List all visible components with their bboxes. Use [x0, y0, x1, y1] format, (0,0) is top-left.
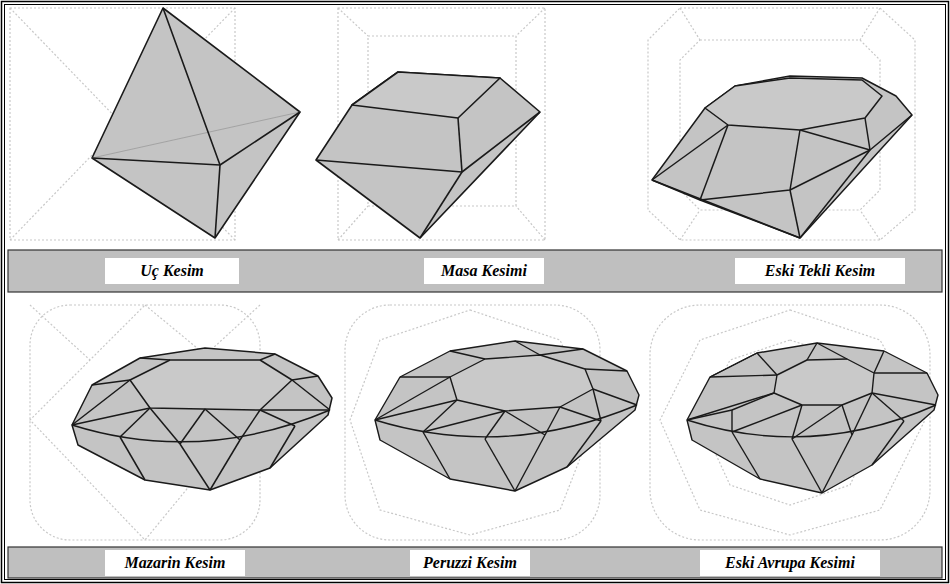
cut-name-box: Mazarin Kesim — [105, 550, 245, 576]
cut-name: Masa Kesimi — [441, 261, 527, 280]
cut-name: Peruzzi Kesim — [423, 553, 517, 572]
cut-name-box: Eski Avrupa Kesimi — [700, 550, 880, 576]
cut-name-box: Uç Kesim — [105, 258, 239, 284]
cut-name: Uç Kesim — [140, 261, 204, 280]
cut-name-box: Peruzzi Kesim — [410, 550, 530, 576]
inner-frame — [5, 5, 946, 580]
caption-band — [8, 547, 942, 578]
cut-name-box: Eski Tekli Kesim — [735, 258, 905, 284]
peruzzi-cut-gem — [375, 341, 639, 491]
caption-band — [8, 250, 942, 292]
cut-name-box: Masa Kesimi — [424, 258, 544, 284]
table-cut-gem — [316, 72, 540, 238]
cut-name: Mazarin Kesim — [125, 553, 226, 572]
cut-name: Eski Tekli Kesim — [765, 261, 876, 280]
point-cut-gem — [92, 8, 300, 238]
old-single-cut-gem — [652, 76, 912, 238]
cut-name: Eski Avrupa Kesimi — [725, 553, 855, 572]
mazarin-cut-gem — [72, 348, 332, 490]
old-european-cut-gem — [687, 343, 938, 493]
